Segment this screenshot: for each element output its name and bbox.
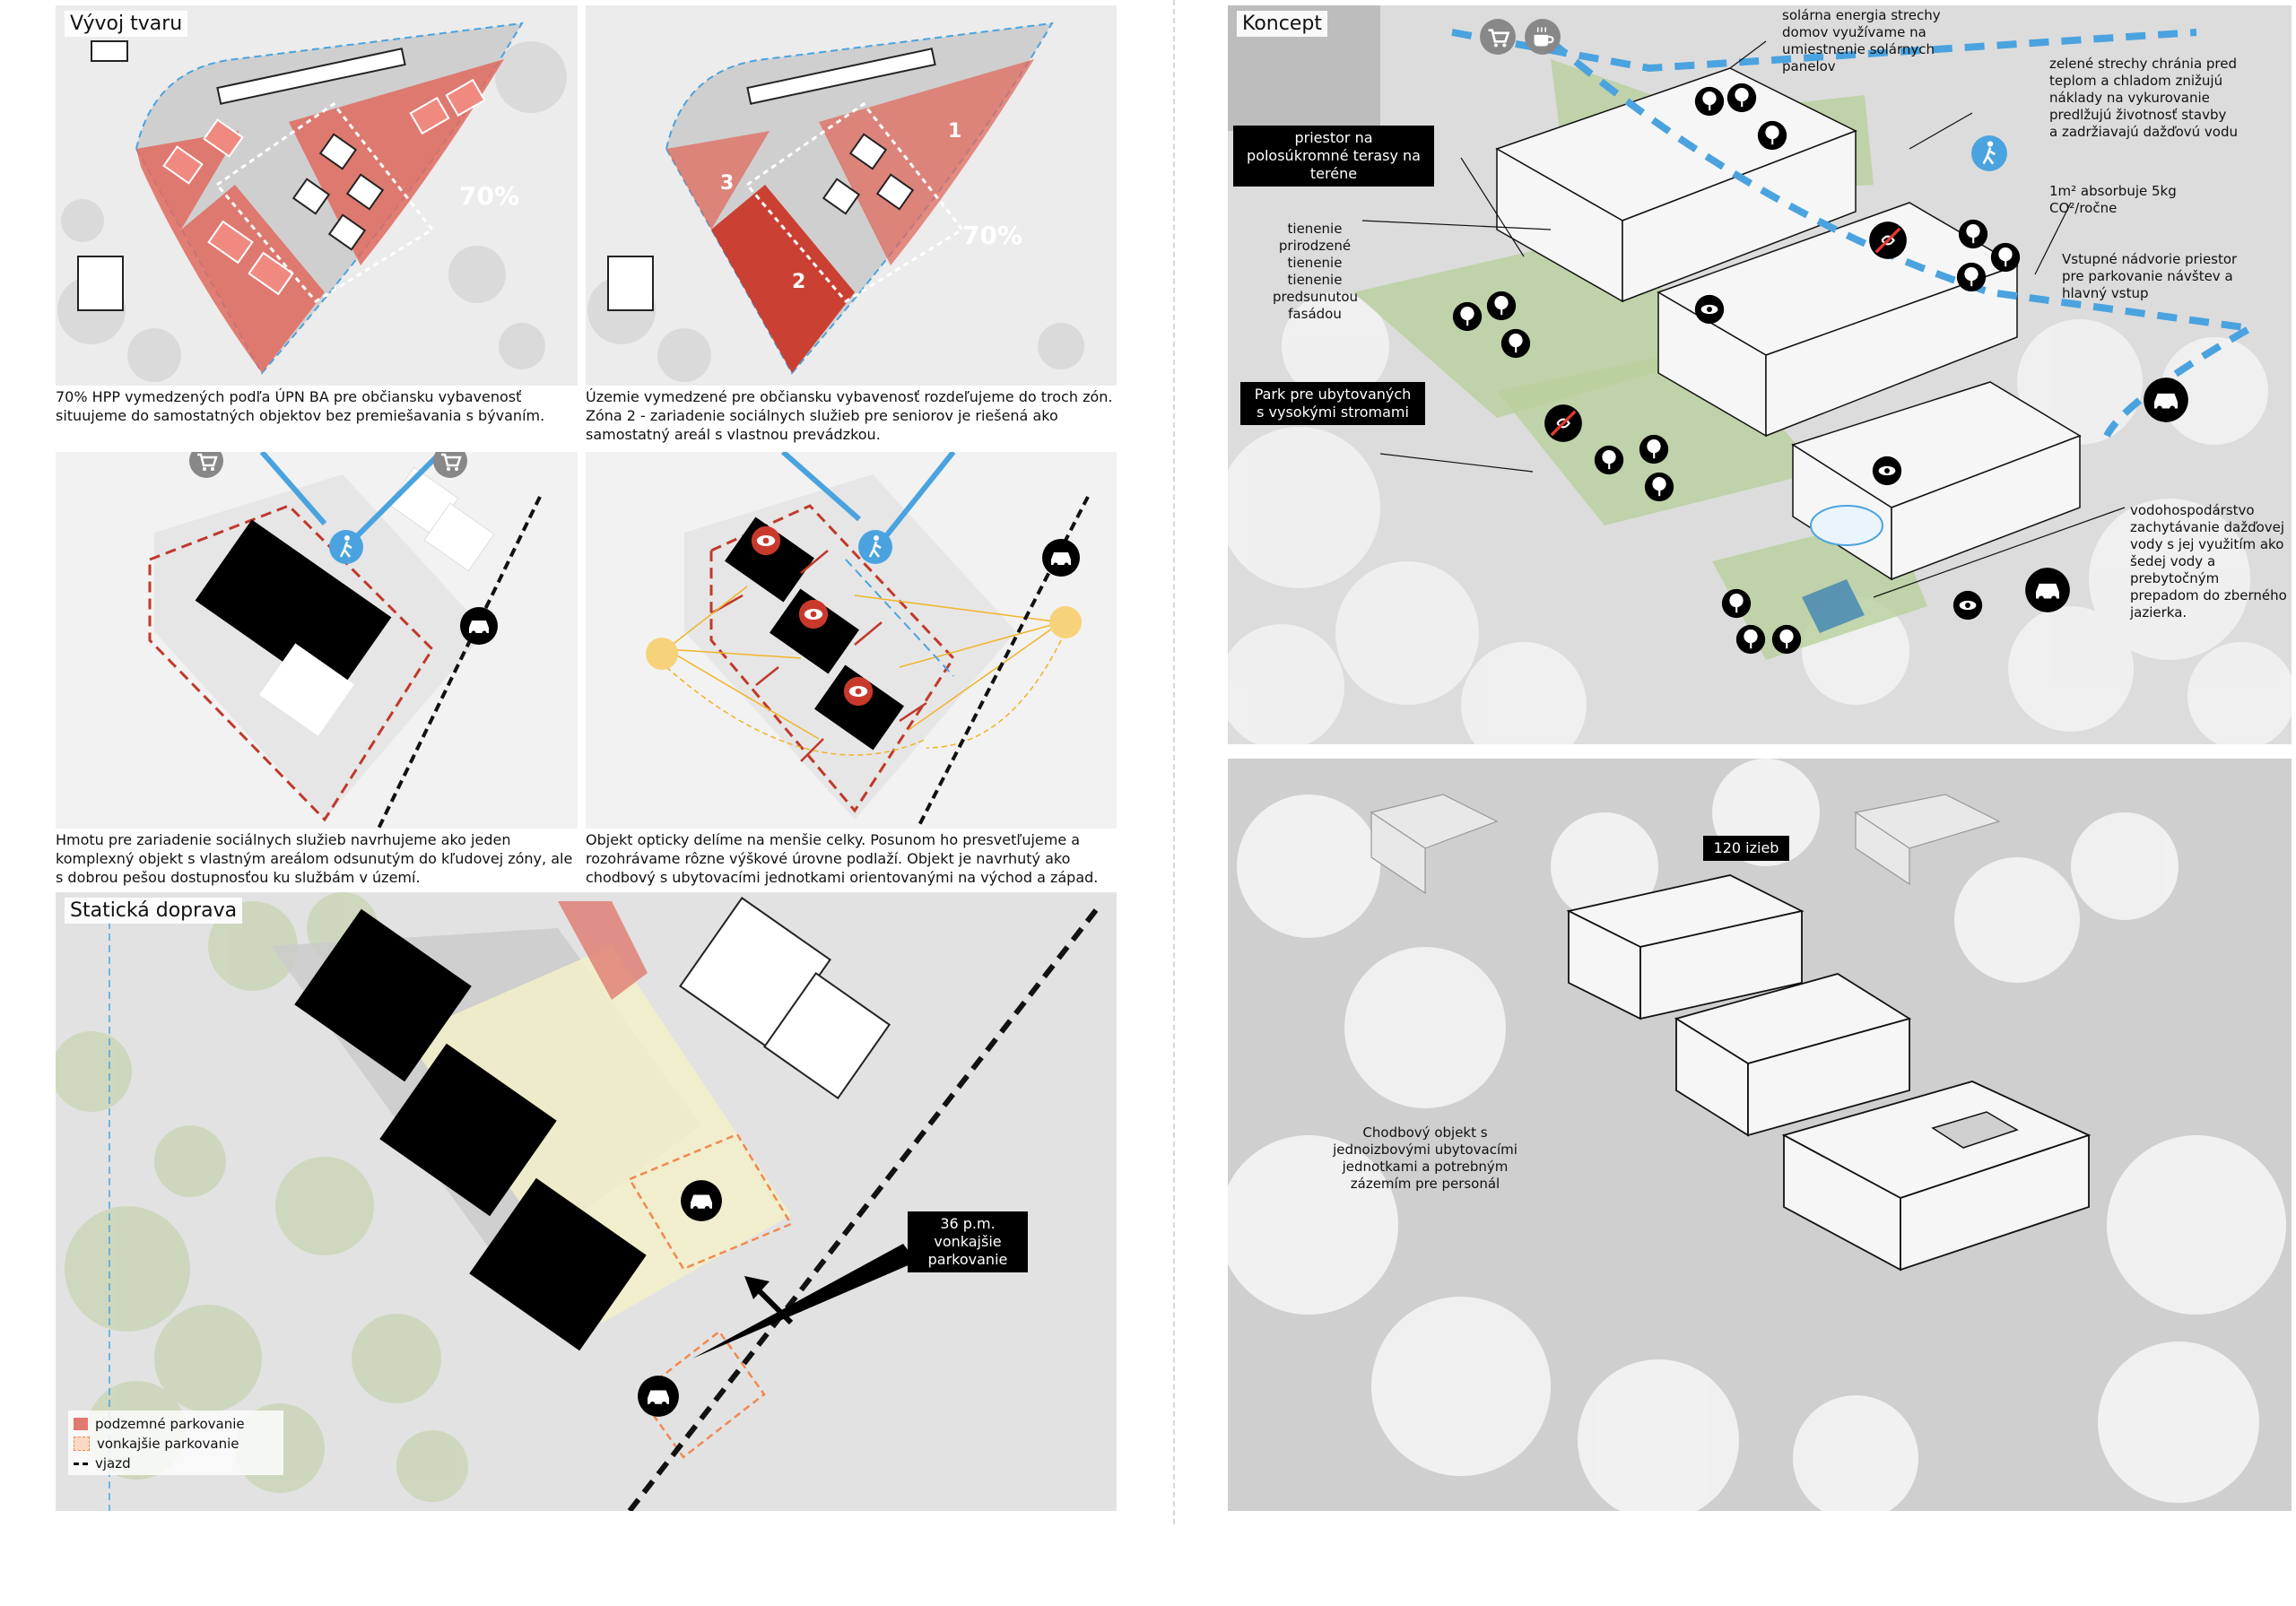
eye-icon: [1872, 456, 1902, 486]
car-icon: [638, 1376, 679, 1417]
tree-icon: [1486, 291, 1517, 321]
tree-icon: [1452, 301, 1483, 332]
panel-title: Statická doprava: [65, 898, 243, 924]
zone-3-label: 3: [720, 172, 735, 195]
mass-diagram-b: [586, 452, 1117, 829]
cart-icon: [189, 452, 223, 478]
caption-3: Hmotu pre zariadenie sociálnych služieb …: [56, 831, 573, 886]
site-plan-a: [56, 5, 578, 386]
panel-title: Vývoj tvaru: [65, 11, 188, 37]
car-icon: [1042, 539, 1080, 577]
tree-icon: [1990, 242, 2021, 273]
panel-koncept: Koncept solárna energia strechy domov vy…: [1228, 5, 2292, 744]
concept-axonometry: [1228, 5, 2292, 744]
walk-icon: [858, 530, 892, 564]
tree-icon: [1721, 588, 1752, 619]
no-noise-icon: [1544, 404, 1582, 442]
tree-icon: [1644, 472, 1674, 502]
tree-icon: [1639, 434, 1669, 464]
eye-icon: [1952, 590, 1983, 621]
legend-entry: vjazd: [74, 1455, 131, 1471]
car-icon: [681, 1180, 722, 1221]
no-noise-icon: [1869, 221, 1907, 259]
tree-icon: [1735, 624, 1766, 655]
caption-2: Územie vymedzené pre občiansku vybavenos…: [586, 388, 1113, 443]
tree-icon: [1958, 219, 1988, 249]
label-water-management: vodohospodárstvo zachytávanie dažďovej v…: [2130, 502, 2287, 621]
panel-staticka-doprava: Statická doprava 36 p.m. vonkajšie parko…: [56, 892, 1117, 1511]
zone-1-label: 1: [948, 120, 962, 143]
eye-icon: [843, 676, 874, 707]
panel-mass-a: [56, 452, 578, 829]
car-icon: [2025, 568, 2070, 612]
tree-icon: [1757, 120, 1787, 151]
zone-2-label: 2: [792, 271, 806, 293]
tree-icon: [1726, 82, 1757, 113]
caption-1: 70% HPP vymedzených podľa ÚPN BA pre obč…: [56, 388, 545, 424]
eye-icon: [798, 599, 829, 629]
label-solar-energy: solárna energia strechy domov využívame …: [1782, 7, 1941, 74]
label-terrace: priestor na polosúkromné terasy na terén…: [1233, 126, 1434, 187]
coffee-icon: [1525, 19, 1561, 55]
parking-count-label: 36 p.m. vonkajšie parkovanie: [908, 1211, 1028, 1272]
panel-aerial: 120 izieb Chodbový objekt s jednoizbovým…: [1228, 759, 2292, 1511]
legend: [68, 1411, 283, 1475]
label-room-count: 120 izieb: [1703, 836, 1789, 861]
panel-vyvoj-a: Vývoj tvaru 70%: [56, 5, 578, 386]
site-plan-b: [586, 5, 1117, 386]
car-icon: [2144, 378, 2188, 422]
label-green-roofs-co2: 1m² absorbuje 5kg CO²/ročne: [2049, 183, 2177, 216]
panel-title: Koncept: [1237, 11, 1327, 37]
eye-icon: [1694, 294, 1725, 325]
legend-outdoor: vonkajšie parkovanie: [74, 1436, 239, 1452]
percent-label: 70%: [459, 181, 520, 211]
percent-label: 70%: [962, 221, 1023, 250]
cart-icon: [1480, 19, 1516, 55]
walk-icon: [329, 530, 363, 564]
panel-vyvoj-b: 1 2 3 70%: [586, 5, 1117, 386]
tree-icon: [1694, 86, 1725, 117]
walk-icon: [1971, 135, 2007, 171]
car-icon: [460, 607, 498, 645]
label-corridor-building: Chodbový objekt s jednoizbovými ubytovac…: [1333, 1124, 1518, 1192]
label-park: Park pre ubytovaných s vysokými stromami: [1240, 382, 1425, 425]
tree-icon: [1771, 624, 1802, 655]
label-green-roofs: zelené strechy chránia pred teplom a chl…: [2049, 56, 2238, 140]
caption-4: Objekt opticky delíme na menšie celky. P…: [586, 831, 1099, 886]
cart-icon: [433, 452, 467, 478]
label-entry-courtyard: Vstupné nádvorie priestor pre parkovanie…: [2062, 251, 2238, 301]
legend-underground: podzemné parkovanie: [74, 1416, 245, 1432]
mass-diagram-a: [56, 452, 578, 829]
aerial-view: [1228, 759, 2292, 1511]
column-divider: [1173, 0, 1175, 1524]
panel-mass-b: [586, 452, 1117, 829]
tree-icon: [1956, 262, 1987, 292]
label-shading: tienenie prirodzené tienenie tienenie pr…: [1273, 221, 1359, 322]
tree-icon: [1594, 445, 1624, 475]
tree-icon: [1500, 328, 1531, 359]
eye-icon: [751, 525, 781, 556]
